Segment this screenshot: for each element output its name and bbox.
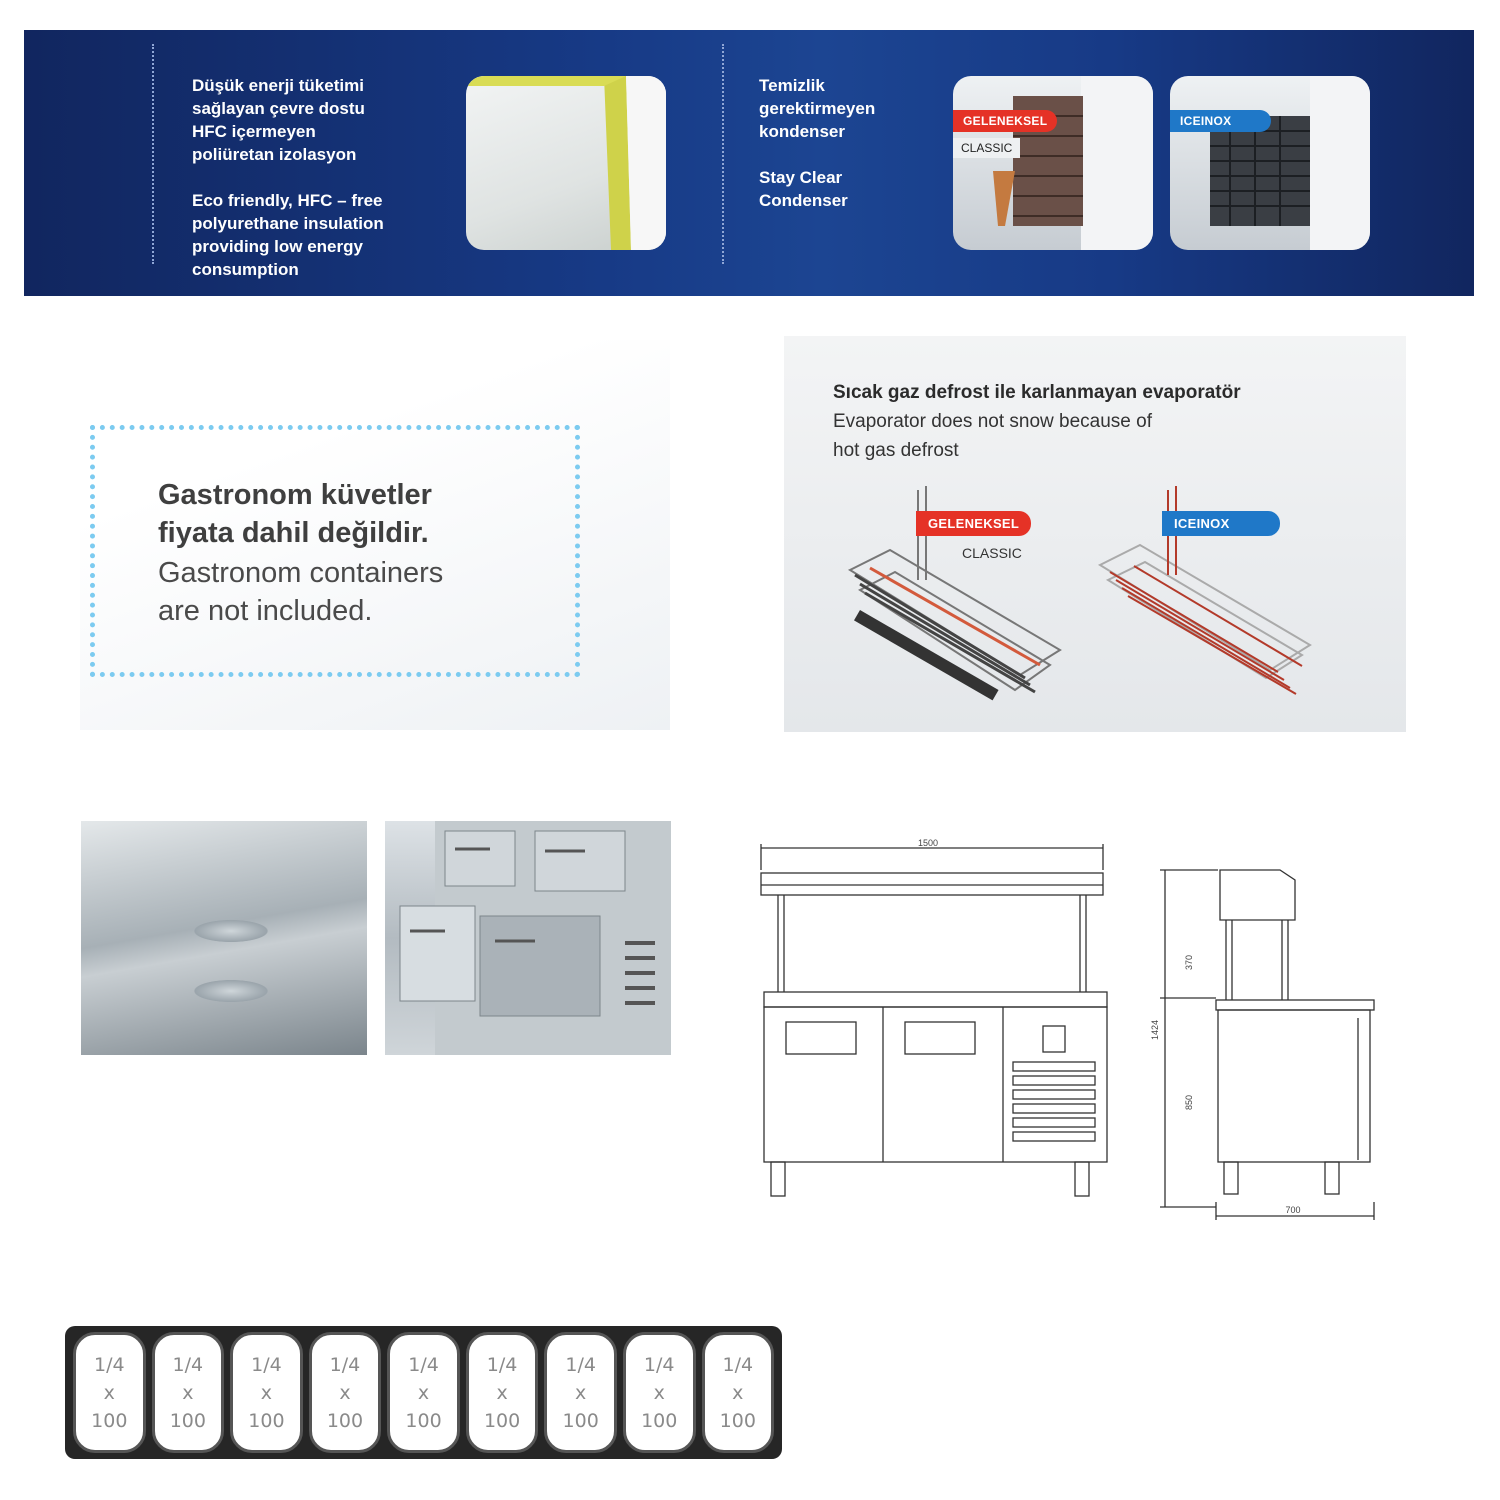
dim-depth: 700	[1285, 1205, 1300, 1215]
dim-height-total: 1424	[1150, 1020, 1160, 1040]
evap-tag-classic-en: CLASSIC	[962, 545, 1022, 561]
condenser-text-en: Stay Clear Condenser	[759, 168, 848, 210]
dim-height-top: 370	[1184, 955, 1194, 970]
dotted-note-frame	[90, 425, 580, 677]
note-line-en-1: Gastronom containers	[158, 557, 444, 589]
condenser-grill-icon	[1210, 76, 1370, 250]
evap-tag-iceinox: ICEINOX	[1162, 511, 1280, 536]
tag-classic-tr: GELENEKSEL	[953, 110, 1058, 132]
note-line-tr-1: Gastronom küvetler	[158, 479, 432, 511]
evaporator-title: Sıcak gaz defrost ile karlanmayan evapor…	[833, 382, 1241, 403]
classic-evaporator-illustration	[847, 486, 1062, 701]
evaporator-panel	[784, 336, 1406, 732]
tag-iceinox: ICEINOX	[1170, 110, 1272, 132]
gastronorm-top-photo	[81, 821, 367, 1055]
drawers-photo	[385, 821, 671, 1055]
iceinox-condenser-image	[1170, 76, 1370, 250]
evaporator-sub-2: hot gas defrost	[833, 440, 959, 461]
classic-condenser-image	[953, 76, 1153, 250]
banner-divider	[152, 44, 154, 264]
dim-height-body: 850	[1184, 1095, 1194, 1110]
evap-tag-classic-tr: GELENEKSEL	[916, 511, 1032, 536]
insulation-panel-image	[466, 76, 666, 250]
evaporator-sub-1: Evaporator does not snow because of	[833, 411, 1152, 432]
note-background	[80, 340, 670, 730]
tag-classic-en: CLASSIC	[953, 138, 1021, 158]
note-line-en-2: are not included.	[158, 595, 373, 627]
dim-width: 1500	[918, 838, 938, 848]
insulation-text-en: Eco friendly, HFC – free polyurethane in…	[192, 191, 384, 279]
condenser-text-tr: Temizlik gerektirmeyen kondenser	[759, 76, 876, 141]
note-line-tr-2: fiyata dahil değildir.	[158, 517, 429, 549]
insulation-text-tr: Düşük enerji tüketimi sağlayan çevre dos…	[192, 76, 365, 164]
insulation-layer-icon	[466, 76, 666, 250]
banner-divider	[722, 44, 724, 264]
iceinox-evaporator-illustration	[1097, 486, 1312, 695]
condenser-grill-icon	[993, 76, 1153, 250]
technical-drawing: 1500 1424 370 850 700	[760, 838, 1375, 1220]
drawer-icon	[399, 821, 671, 1055]
